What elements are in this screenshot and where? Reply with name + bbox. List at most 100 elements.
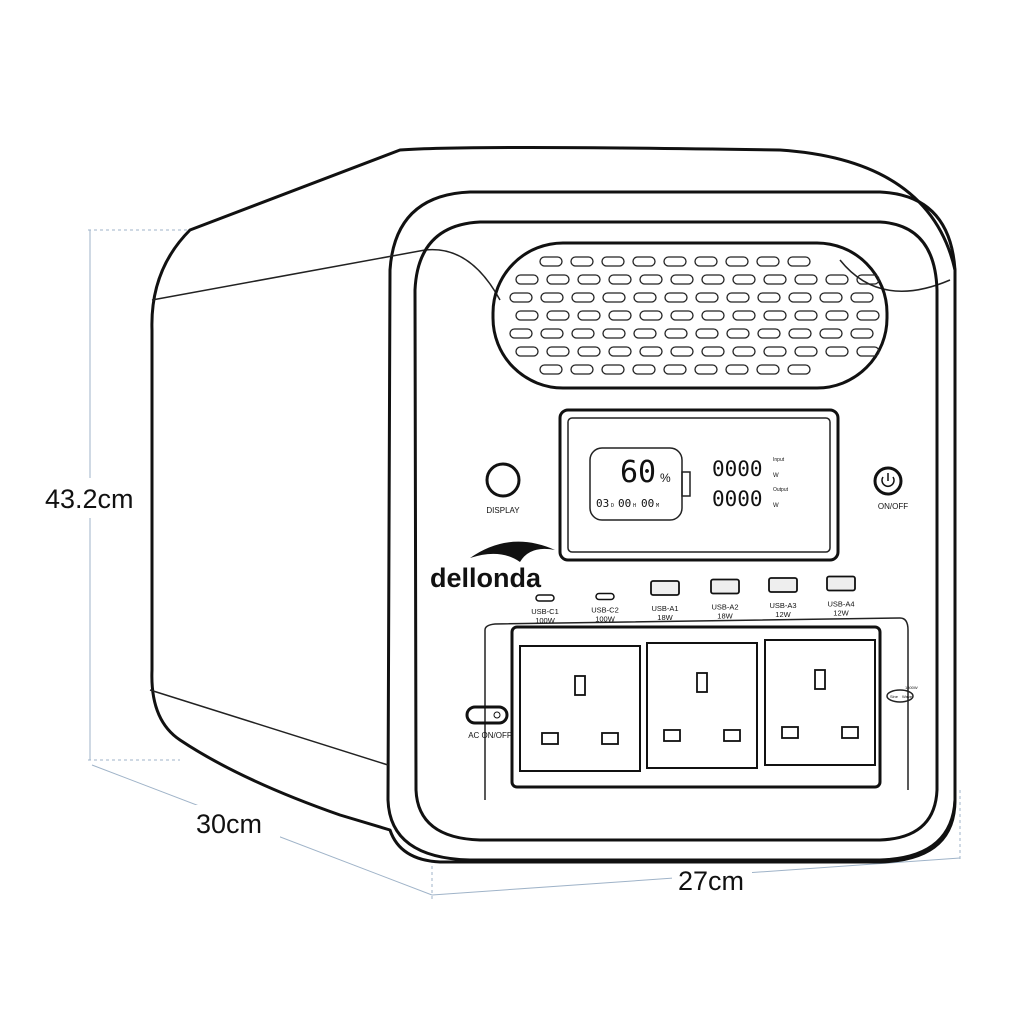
vent-slot	[787, 256, 811, 267]
device-body	[149, 146, 957, 864]
vent-slot	[633, 292, 657, 303]
live-pin-slot	[663, 729, 681, 742]
brand-name: dellonda	[430, 563, 542, 593]
usb-ports: USB-C1100WUSB-C2100WUSB-A118WUSB-A218WUS…	[531, 575, 856, 625]
usb-c-icon	[595, 592, 615, 601]
vent-slot	[608, 310, 632, 321]
vent-slot	[670, 346, 694, 357]
vent-slot	[577, 274, 601, 285]
usb-a-icon	[768, 577, 798, 593]
vent-slot	[788, 292, 812, 303]
output-unit: W	[773, 503, 779, 509]
vent-slot	[850, 292, 874, 303]
vent-slot	[571, 328, 595, 339]
vent-slot	[509, 292, 533, 303]
vent-slot	[725, 256, 749, 267]
time-days: 03	[596, 497, 609, 510]
port-name: USB-A1	[651, 604, 678, 613]
neutral-pin-slot	[601, 732, 619, 745]
uk-socket[interactable]	[764, 639, 876, 766]
time-remaining: 03 D 00 H 00 M	[596, 497, 659, 510]
vent-slot	[540, 328, 564, 339]
vent-slot	[632, 256, 656, 267]
live-pin-slot	[541, 732, 559, 745]
vent-slot	[515, 274, 539, 285]
port-power: 18W	[717, 612, 733, 621]
vent-slot	[602, 292, 626, 303]
vent-slot	[825, 310, 849, 321]
brand-logo: dellonda	[430, 541, 555, 593]
port-name: USB-A3	[769, 601, 796, 610]
vent-slot	[856, 274, 880, 285]
vent-slot	[732, 274, 756, 285]
vent-slot	[663, 364, 687, 375]
ac-button[interactable]: AC ON/OFF	[465, 705, 512, 740]
usb-a-icon	[650, 580, 680, 596]
vent-slot	[756, 364, 780, 375]
vent-slot	[756, 256, 780, 267]
battery-percent: 60	[620, 455, 656, 490]
uk-socket[interactable]	[519, 645, 641, 772]
display-button[interactable]: DISPLAY	[485, 462, 521, 515]
vent-slot	[670, 274, 694, 285]
vent-slot	[763, 274, 787, 285]
vent-slot	[695, 292, 719, 303]
time-minutes: 00	[641, 497, 654, 510]
display-button-label: DISPLAY	[486, 506, 520, 515]
vent-slot	[608, 274, 632, 285]
uk-socket[interactable]	[646, 642, 758, 769]
vent-slot	[608, 346, 632, 357]
vent-slot	[571, 292, 595, 303]
port-power: 18W	[657, 613, 673, 622]
vent-slot	[670, 310, 694, 321]
time-d-label: D	[611, 503, 614, 509]
vent-slot	[725, 364, 749, 375]
vent-slot	[664, 292, 688, 303]
vent-slot	[701, 274, 725, 285]
vent-grille	[491, 241, 889, 390]
power-button-label: ON/OFF	[878, 502, 908, 511]
vent-slot	[757, 328, 781, 339]
vent-slot	[794, 274, 818, 285]
wave-label-2: Wave	[902, 694, 913, 699]
output-watts: 0000	[712, 487, 763, 511]
vent-slot	[694, 256, 718, 267]
sine-wave-badge: 1800W Sine Wave	[886, 685, 918, 703]
vent-slot	[850, 328, 874, 339]
power-button[interactable]: ON/OFF	[873, 466, 908, 511]
vent-slot	[540, 292, 564, 303]
vent-slot	[701, 310, 725, 321]
port-name: USB-C1	[531, 607, 559, 616]
usb-a-icon	[826, 575, 856, 592]
vent-slot	[515, 310, 539, 321]
inverter-rating: 1800W	[905, 685, 918, 690]
vent-slot	[639, 274, 663, 285]
ac-panel	[484, 617, 909, 800]
vent-slot	[757, 292, 781, 303]
vent-slot	[639, 346, 663, 357]
vent-slot	[856, 310, 880, 321]
vent-slot	[794, 310, 818, 321]
depth-dimension: 30cm	[196, 809, 262, 839]
vent-slot	[539, 256, 563, 267]
vent-slot	[570, 364, 594, 375]
input-unit: W	[773, 473, 779, 479]
height-dimension: 43.2cm	[45, 484, 134, 514]
vent-slot	[763, 346, 787, 357]
live-pin-slot	[781, 726, 799, 739]
vent-slot	[726, 328, 750, 339]
vent-slot	[539, 364, 563, 375]
vent-slot	[732, 310, 756, 321]
time-m-label: M	[656, 503, 659, 509]
vent-slot	[695, 328, 719, 339]
vent-slot	[577, 310, 601, 321]
time-h-label: H	[633, 503, 636, 509]
earth-pin-slot	[574, 675, 586, 696]
